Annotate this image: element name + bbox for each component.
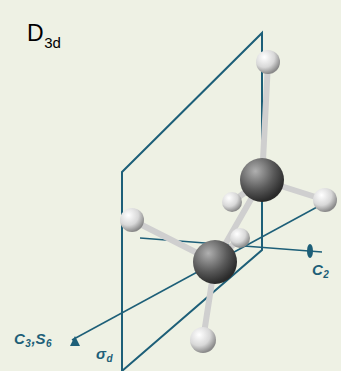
c3-axis xyxy=(72,200,330,340)
bonds xyxy=(132,62,325,340)
axis-label: ,S xyxy=(31,331,45,346)
group-symbol: D xyxy=(27,22,44,45)
axis-subscript: 6 xyxy=(46,339,52,349)
axis-subscript: 2 xyxy=(323,270,329,280)
axis-subscript: 3 xyxy=(25,339,31,349)
atoms xyxy=(120,50,337,353)
axis-label: C xyxy=(312,262,323,277)
plane-label: σ xyxy=(96,346,106,361)
c3-symbol xyxy=(70,336,80,346)
axis-label: C xyxy=(14,331,25,346)
c2-symbol xyxy=(307,244,313,258)
mirror-plane xyxy=(122,33,262,371)
plane-subscript: d xyxy=(106,354,112,364)
group-subscript: 3d xyxy=(44,35,61,50)
